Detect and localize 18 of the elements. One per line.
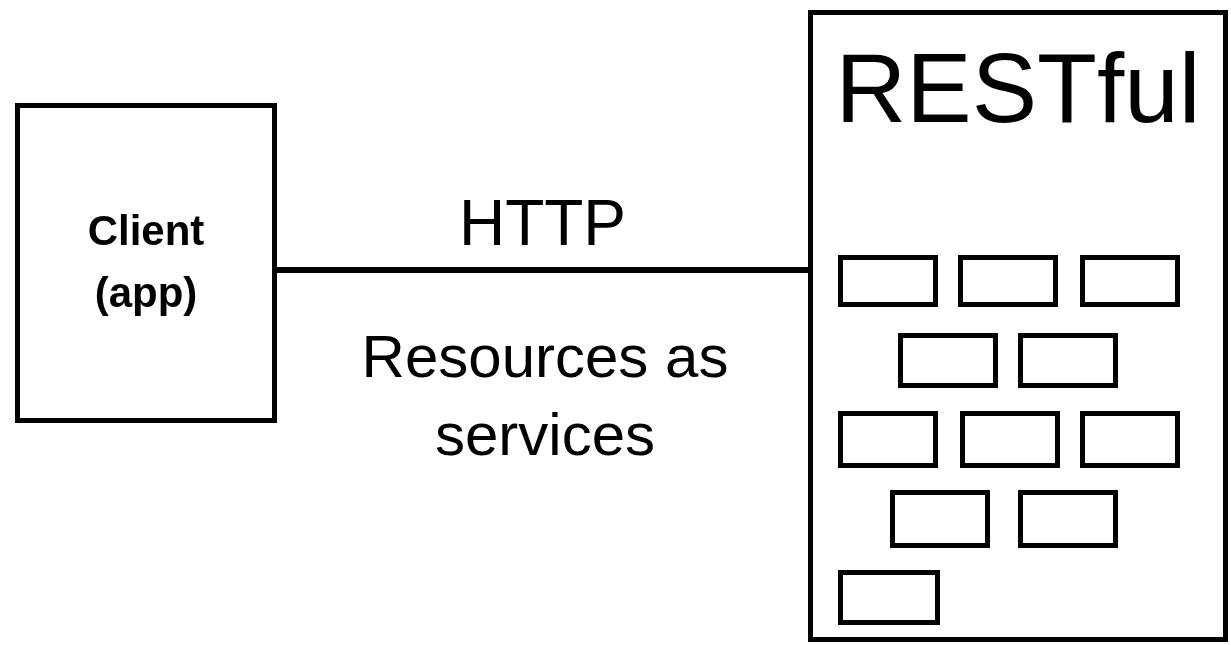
connector-line bbox=[277, 267, 808, 273]
edge-label: HTTP bbox=[457, 186, 628, 261]
service-block bbox=[1018, 333, 1118, 388]
service-block bbox=[960, 411, 1060, 468]
service-block bbox=[958, 255, 1058, 307]
service-block bbox=[838, 255, 938, 307]
client-box bbox=[15, 103, 277, 423]
node-label: Client (app) bbox=[86, 206, 206, 318]
service-block bbox=[838, 411, 938, 468]
heading: RESTful bbox=[834, 33, 1202, 143]
service-block bbox=[838, 570, 940, 625]
service-block bbox=[1018, 490, 1118, 548]
service-block bbox=[898, 333, 998, 388]
service-block bbox=[1080, 411, 1180, 468]
note-text: Resources as services bbox=[360, 322, 730, 470]
service-block bbox=[1080, 255, 1180, 307]
service-block bbox=[890, 490, 990, 548]
server-box bbox=[808, 10, 1228, 642]
